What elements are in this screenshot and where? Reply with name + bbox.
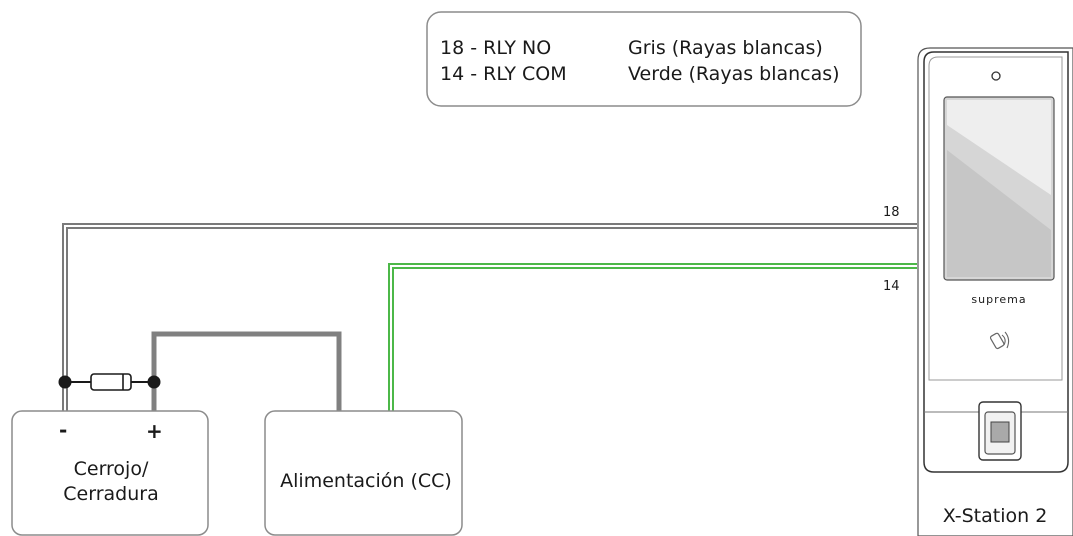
device-brand-logo: suprema — [971, 293, 1026, 306]
wire-label-18: 18 — [883, 205, 900, 220]
device-name: X-Station 2 — [943, 505, 1048, 527]
legend-terminal-14: 14 - RLY COM — [440, 63, 567, 85]
legend-color-18: Gris (Rayas blancas) — [628, 37, 823, 59]
lock-title-line2: Cerradura — [63, 483, 158, 505]
rfid-icon — [989, 331, 1010, 350]
gray-wire-18 — [62, 223, 917, 412]
lock-plus-label: + — [146, 419, 163, 443]
fingerprint-sensor — [978, 401, 1022, 461]
device-body — [917, 47, 1073, 536]
lock-minus-label: - — [59, 418, 67, 442]
diode-body — [90, 373, 132, 391]
junction-dot-minus — [58, 375, 72, 389]
junction-dot-plus — [147, 375, 161, 389]
power-supply-box: Alimentación (CC) — [264, 410, 463, 536]
diode-component — [58, 373, 161, 391]
legend-color-14: Verde (Rayas blancas) — [628, 63, 840, 85]
legend-frame — [426, 11, 862, 107]
wire-legend: 18 - RLY NO Gris (Rayas blancas) 14 - RL… — [426, 11, 862, 107]
wire-label-14: 14 — [883, 279, 900, 294]
device-illustration: suprema X-Station 2 — [917, 47, 1073, 536]
green-wire-14 — [388, 263, 917, 412]
camera-icon — [991, 71, 1001, 81]
power-supply-label: Alimentación (CC) — [280, 470, 452, 492]
lock-box: - + Cerrojo/ Cerradura — [11, 410, 209, 536]
legend-terminal-18: 18 - RLY NO — [440, 37, 551, 59]
power-wire — [151, 331, 342, 412]
lock-title-line1: Cerrojo/ — [74, 458, 149, 480]
